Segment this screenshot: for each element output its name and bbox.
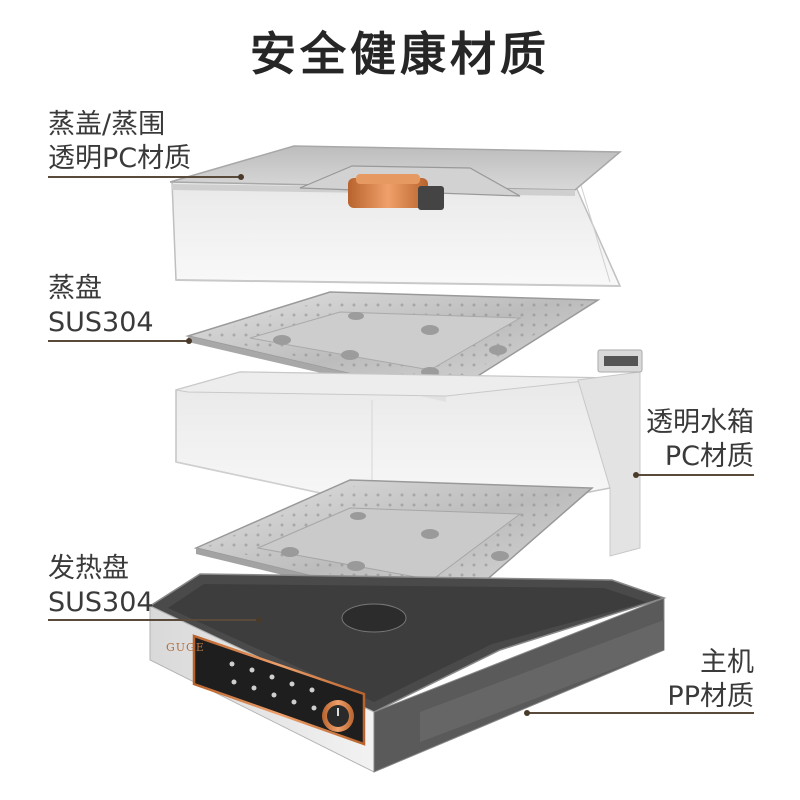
upper-tray-part xyxy=(185,291,601,402)
label-heater: 发热盘 SUS304 xyxy=(48,552,154,620)
label-heater-line1: 发热盘 xyxy=(48,553,129,584)
leader-heater-dot xyxy=(256,617,262,623)
leader-lid xyxy=(48,176,242,178)
page-title: 安全健康材质 xyxy=(250,27,550,81)
lid-part xyxy=(169,145,623,287)
base-part xyxy=(148,573,667,773)
label-base: 主机 PP材质 xyxy=(600,646,754,714)
leader-tank-dot xyxy=(633,472,639,478)
label-lid-line2: 透明PC材质 xyxy=(48,143,192,174)
leader-tray-dot xyxy=(186,338,192,344)
label-tank-line2: PC材质 xyxy=(664,441,754,472)
label-tray-line1: 蒸盘 xyxy=(48,273,102,304)
water-tank-part xyxy=(175,349,643,557)
leader-tray xyxy=(48,340,190,342)
label-tank: 透明水箱 PC材质 xyxy=(600,406,754,474)
leader-base xyxy=(528,712,754,714)
brand-logo: GUGE xyxy=(166,641,205,654)
label-base-line2: PP材质 xyxy=(667,681,754,712)
label-tray-line2: SUS304 xyxy=(48,307,154,338)
label-tank-line1: 透明水箱 xyxy=(646,407,754,438)
leader-base-dot xyxy=(524,710,530,716)
label-base-line1: 主机 xyxy=(700,647,754,678)
leader-tank xyxy=(636,474,754,476)
label-heater-line2: SUS304 xyxy=(48,587,154,618)
label-tray: 蒸盘 SUS304 xyxy=(48,272,154,340)
leader-lid-dot xyxy=(238,174,244,180)
label-lid-line1: 蒸盖/蒸围 xyxy=(48,109,166,140)
label-lid: 蒸盖/蒸围 透明PC材质 xyxy=(48,108,191,176)
lid-handle xyxy=(348,178,428,208)
leader-heater xyxy=(48,619,260,621)
